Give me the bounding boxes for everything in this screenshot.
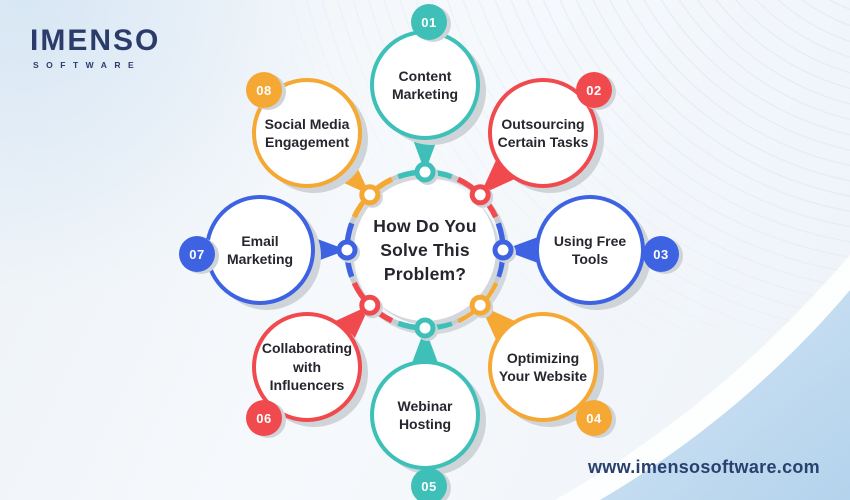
website-link[interactable]: www.imensosoftware.com — [588, 457, 820, 477]
step-number-badge: 06 — [246, 400, 282, 436]
step-number-badge: 02 — [576, 72, 612, 108]
center-question-text: How Do You Solve This Problem? — [373, 215, 477, 285]
node-label: Content Marketing — [391, 67, 459, 102]
node-label: Optimizing Your Website — [498, 349, 588, 384]
center-question: How Do You Solve This Problem? — [350, 194, 500, 306]
center-ring — [312, 137, 538, 363]
connector-s — [412, 328, 438, 363]
node-social-media-engagement: 08 Social Media Engagement — [246, 72, 362, 188]
node-n — [414, 161, 436, 183]
node-using-free-tools: 03 Using Free Tools — [535, 195, 679, 305]
node-optimizing-website: 04 Optimizing Your Website — [488, 312, 612, 436]
node-content-marketing: 01 Content Marketing — [370, 4, 480, 140]
node-se — [469, 294, 491, 316]
node-label: Social Media Engagement — [264, 115, 350, 150]
node-e — [492, 239, 514, 261]
connector-sw — [335, 305, 370, 340]
step-number-badge: 03 — [643, 236, 679, 272]
connector-ne — [480, 160, 515, 195]
node-label: Outsourcing Certain Tasks — [497, 115, 589, 150]
connector-w — [312, 237, 347, 263]
node-webinar-hosting: 05 Webinar Hosting — [370, 360, 480, 500]
connector-n — [412, 137, 438, 172]
step-number-badge: 07 — [179, 236, 215, 272]
node-label: Email Marketing — [226, 232, 294, 267]
node-label: Collaborating with Influencers — [261, 340, 353, 394]
node-ne — [469, 184, 491, 206]
node-outsourcing-tasks: 02 Outsourcing Certain Tasks — [488, 72, 612, 188]
connector-nw — [335, 160, 370, 195]
brand-logo-subtext: SOFTWARE — [33, 60, 142, 70]
node-sw — [359, 294, 381, 316]
node-email-marketing: 07 Email Marketing — [179, 195, 315, 305]
connector-triangles — [312, 137, 538, 363]
node-collaborating-influencers: 06 Collaborating with Influencers — [246, 312, 362, 436]
step-number-badge: 05 — [411, 468, 447, 500]
node-s — [414, 317, 436, 339]
connector-e — [503, 237, 538, 263]
node-label: Using Free Tools — [553, 232, 627, 267]
step-number-badge: 04 — [576, 400, 612, 436]
step-number-badge: 08 — [246, 72, 282, 108]
step-number-badge: 01 — [411, 4, 447, 40]
ring-nodes — [336, 161, 516, 341]
node-w — [336, 239, 358, 261]
brand-logo: IMENSO SOFTWARE — [30, 24, 161, 71]
node-nw — [359, 184, 381, 206]
node-label: Webinar Hosting — [397, 397, 453, 432]
brand-logo-text: IMENSO — [30, 24, 161, 57]
center-circle — [354, 179, 496, 321]
